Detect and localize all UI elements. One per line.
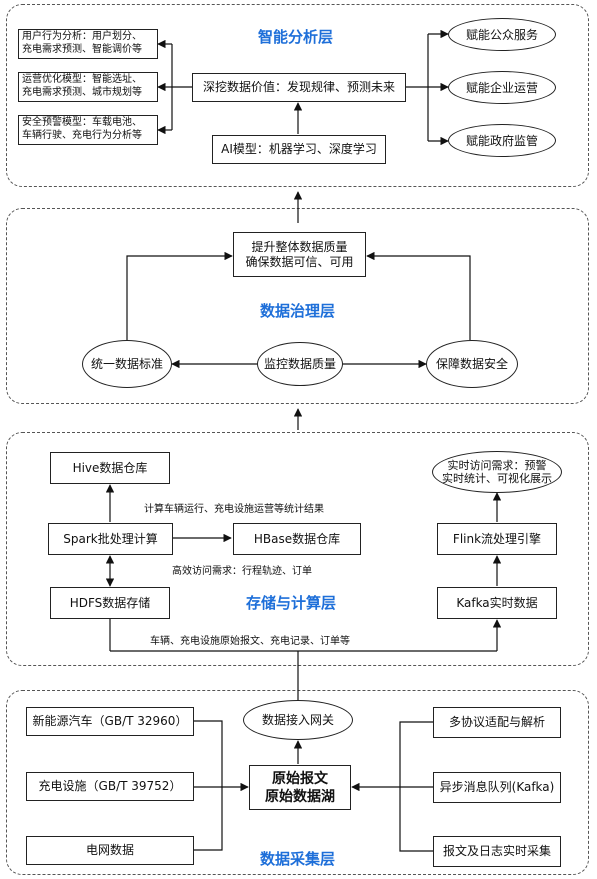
async-message-queue: 异步消息队列(Kafka) — [433, 772, 561, 803]
realtime-access-line-2: 实时统计、可视化展示 — [442, 472, 552, 485]
realtime-access-line-1: 实时访问需求：预警 — [447, 459, 547, 472]
storage-layer-title: 存储与计算层 — [246, 594, 337, 612]
data-quality-box: 提升整体数据质量 确保数据可信、可用 — [233, 232, 366, 277]
safety-warning-model: 安全预警模型：车载电池、 车辆行驶、充电行为分析等 — [18, 115, 158, 145]
note-raw-data: 车辆、充电设施原始报文、充电记录、订单等 — [150, 636, 350, 647]
collection-layer-title: 数据采集层 — [260, 850, 336, 868]
note-efficient-access: 高效访问需求：行程轨迹、订单 — [172, 566, 312, 577]
enable-government-supervision: 赋能政府监管 — [448, 124, 556, 157]
raw-data-lake: 原始报文 原始数据湖 — [249, 765, 351, 810]
analysis-layer-title: 智能分析层 — [258, 28, 334, 46]
spark-batch: Spark批处理计算 — [48, 523, 173, 555]
safety-warning-model-line-1: 安全预警模型：车载电池、 — [22, 117, 142, 128]
charger-source: 充电设施（GB/T 39752） — [26, 772, 194, 801]
safety-warning-model-line-2: 车辆行驶、充电行为分析等 — [22, 130, 142, 141]
realtime-access-needs: 实时访问需求：预警 实时统计、可视化展示 — [432, 451, 562, 493]
grid-source: 电网数据 — [26, 836, 194, 865]
enable-public-service: 赋能公众服务 — [448, 18, 556, 51]
user-behavior-model-line-2: 充电需求预测、智能调价等 — [22, 44, 142, 55]
protocol-parsing: 多协议适配与解析 — [433, 707, 561, 738]
kafka-realtime-data: Kafka实时数据 — [437, 587, 557, 619]
operation-optimization-model-line-2: 充电需求预测、城市规划等 — [22, 87, 142, 98]
governance-layer-title: 数据治理层 — [260, 302, 336, 320]
data-quality-line-2: 确保数据可信、可用 — [245, 254, 354, 269]
operation-optimization-model-line-1: 运营优化模型：智能选址、 — [22, 74, 142, 85]
unify-data-standard: 统一数据标准 — [82, 340, 172, 388]
enable-enterprise-operation: 赋能企业运营 — [448, 71, 556, 104]
user-behavior-model-line-1: 用户行为分析：用户划分、 — [22, 31, 142, 42]
flink-stream-engine: Flink流处理引擎 — [437, 523, 557, 555]
secure-data-safety: 保障数据安全 — [426, 340, 518, 388]
data-value-box: 深挖数据价值：发现规律、预测未来 — [192, 73, 406, 102]
data-access-gateway: 数据接入网关 — [243, 700, 353, 740]
note-stats-result: 计算车辆运行、充电设施运营等统计结果 — [144, 504, 324, 515]
hive-warehouse: Hive数据仓库 — [50, 452, 170, 484]
ai-model-box: AI模型：机器学习、深度学习 — [212, 135, 386, 164]
raw-data-lake-line-2: 原始数据湖 — [265, 788, 335, 805]
hdfs-storage: HDFS数据存储 — [50, 587, 170, 619]
hbase-warehouse: HBase数据仓库 — [233, 523, 361, 555]
analysis-layer — [6, 4, 589, 187]
operation-optimization-model: 运营优化模型：智能选址、 充电需求预测、城市规划等 — [18, 72, 158, 102]
log-realtime-collection: 报文及日志实时采集 — [433, 836, 561, 867]
raw-data-lake-line-1: 原始报文 — [272, 770, 328, 787]
user-behavior-model: 用户行为分析：用户划分、 充电需求预测、智能调价等 — [18, 29, 158, 59]
data-quality-line-1: 提升整体数据质量 — [251, 239, 348, 254]
monitor-data-quality: 监控数据质量 — [257, 342, 343, 386]
ev-source: 新能源汽车（GB/T 32960） — [26, 707, 194, 736]
